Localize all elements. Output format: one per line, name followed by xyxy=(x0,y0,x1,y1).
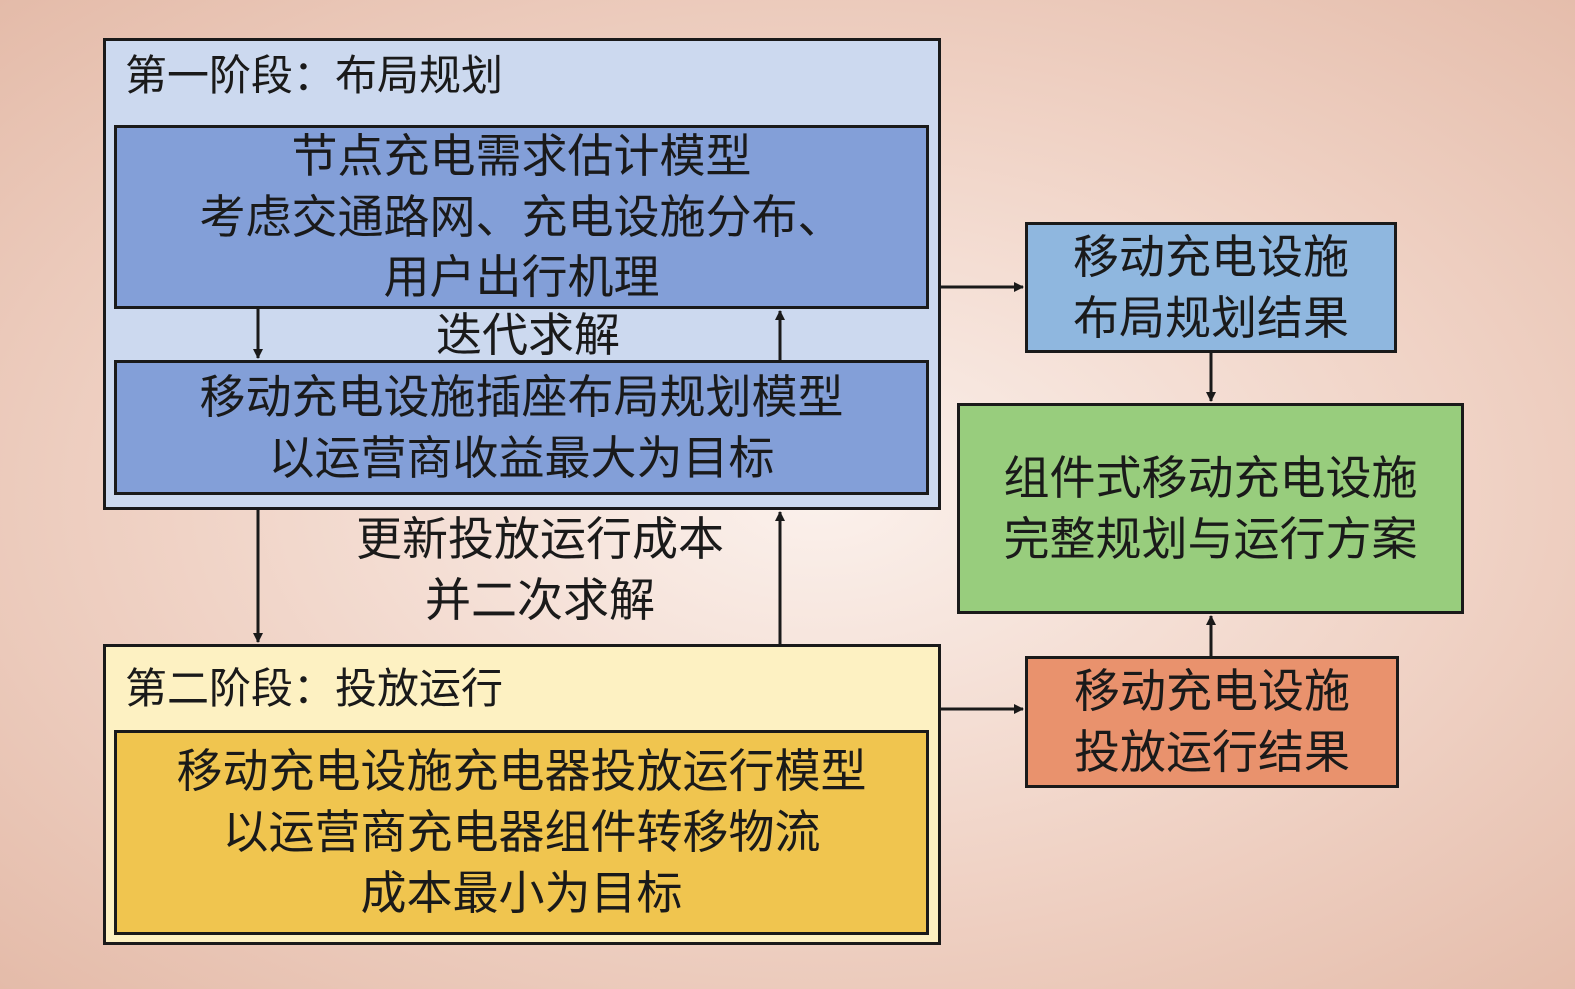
operation-result-line2: 投放运行结果 xyxy=(1074,725,1350,779)
charger-model-line1: 移动充电设施充电器投放运行模型 xyxy=(176,744,867,799)
layout-result-box xyxy=(1025,222,1397,353)
charger-model-line3: 成本最小为目标 xyxy=(360,865,683,920)
stage2-title: 第二阶段：投放运行 xyxy=(125,664,504,713)
final-plan-box xyxy=(957,403,1464,614)
feedback-line2: 并二次求解 xyxy=(425,573,655,627)
socket-model-line1: 移动充电设施插座布局规划模型 xyxy=(199,369,844,424)
layout-result-line1: 移动充电设施 xyxy=(1073,229,1349,284)
demand-estimation-model-text: 节点充电需求估计模型 考虑交通路网、充电设施分布、 用户出行机理 xyxy=(114,125,929,309)
layout-result-line2: 布局规划结果 xyxy=(1073,290,1349,345)
layout-result-text: 移动充电设施 布局规划结果 xyxy=(1025,222,1397,353)
charger-model-line2: 以运营商充电器组件转移物流 xyxy=(222,805,821,860)
final-plan-text: 组件式移动充电设施 完整规划与运行方案 xyxy=(957,403,1464,614)
demand-model-line3: 用户出行机理 xyxy=(383,250,660,305)
operation-result-text: 移动充电设施 投放运行结果 xyxy=(1025,656,1399,788)
socket-layout-model-box xyxy=(114,360,929,495)
stage1-title: 第一阶段：布局规划 xyxy=(125,51,504,100)
demand-model-line1: 节点充电需求估计模型 xyxy=(291,128,752,183)
final-plan-line2: 完整规划与运行方案 xyxy=(1003,511,1418,566)
demand-model-line2: 考虑交通路网、充电设施分布、 xyxy=(199,189,844,244)
iterate-label: 迭代求解 xyxy=(436,308,620,362)
operation-result-line1: 移动充电设施 xyxy=(1074,664,1350,719)
socket-model-line2: 以运营商收益最大为目标 xyxy=(268,430,775,485)
demand-estimation-model-box xyxy=(114,125,929,309)
socket-layout-model-text: 移动充电设施插座布局规划模型 以运营商收益最大为目标 xyxy=(114,360,929,495)
charger-operation-model-text: 移动充电设施充电器投放运行模型 以运营商充电器组件转移物流 成本最小为目标 xyxy=(114,730,929,935)
feedback-label: 更新投放运行成本 并二次求解 xyxy=(300,510,780,630)
final-plan-line1: 组件式移动充电设施 xyxy=(1003,450,1418,505)
feedback-line1: 更新投放运行成本 xyxy=(356,512,724,567)
charger-operation-model-box xyxy=(114,730,929,935)
operation-result-box xyxy=(1025,656,1399,788)
